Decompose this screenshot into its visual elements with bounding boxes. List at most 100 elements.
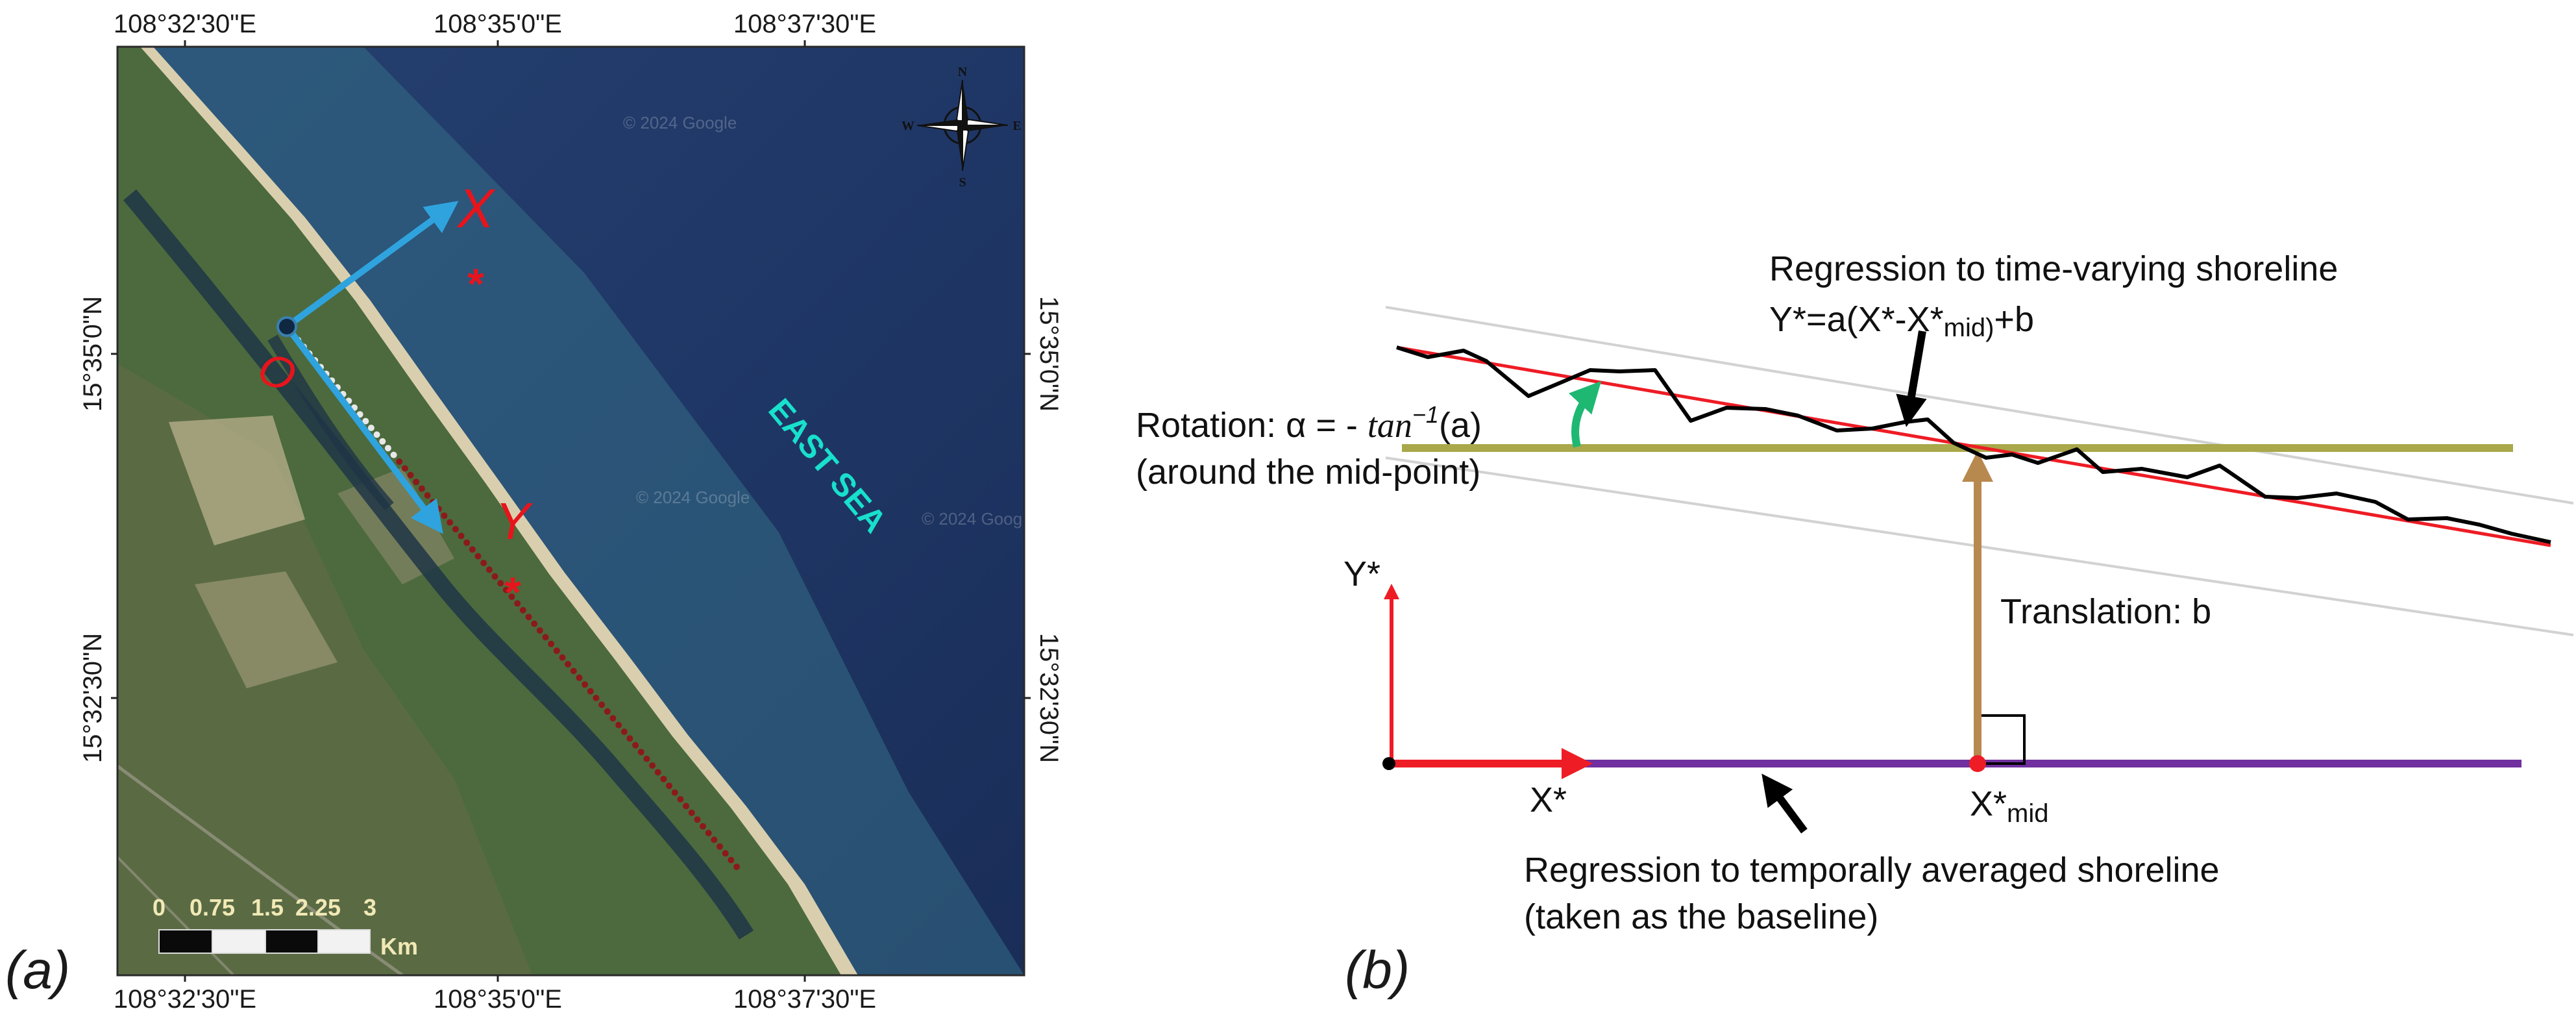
transect-point: [531, 620, 538, 627]
scale-bar: 0 0.75 1.5 2.25 3 Km: [153, 894, 418, 960]
transect-point: [435, 505, 442, 512]
transect-point: [497, 580, 504, 587]
transect-point: [474, 553, 482, 560]
transect-point: [407, 471, 414, 479]
transect-point: [525, 614, 532, 621]
transect-point: [514, 600, 521, 607]
baseline-label-line1: Regression to temporally averaged shorel…: [1524, 851, 2220, 890]
transect-point: [452, 526, 459, 532]
transect-point: [502, 586, 509, 593]
transect-point: [491, 573, 498, 580]
xmid-point: [1969, 755, 1986, 772]
google-watermark: © 2024 Google: [623, 113, 737, 132]
transect-point: [683, 803, 689, 810]
transect-point: [559, 654, 566, 661]
transect-point: [373, 431, 380, 438]
scale-tick-label: 1.5: [251, 894, 284, 921]
map-ticks: [111, 40, 1031, 982]
transect-point: [441, 512, 448, 519]
scale-tick-label: 0.75: [190, 894, 235, 921]
transect-point: [430, 499, 437, 506]
transect-point: [519, 606, 526, 614]
transect-point: [362, 418, 369, 425]
rotation-arrow: [1569, 380, 1602, 448]
regression-line: [1396, 345, 2551, 547]
x-star-label: X*: [1530, 780, 1567, 819]
transect-point: [480, 560, 487, 566]
y-axis-label: Y: [495, 492, 534, 550]
panel-b-label: (b): [1345, 941, 1410, 1000]
transect-point: [401, 465, 408, 472]
transect-point: [711, 836, 718, 843]
google-watermark: © 2024 Google: [636, 488, 750, 507]
compass-west: W: [902, 119, 914, 133]
transect-point: [671, 789, 678, 796]
lon-label-top: 108°37'30"E: [733, 10, 876, 38]
transect-point: [384, 445, 391, 452]
compass-north: N: [958, 65, 968, 79]
compass-south: S: [959, 175, 966, 190]
transect-point: [733, 864, 740, 870]
transect-point: [379, 438, 386, 445]
origin-dot: [1382, 757, 1395, 770]
transect-point: [615, 721, 622, 729]
scale-tick-label: 3: [363, 894, 376, 921]
regression-title-line1: Regression to time-varying shoreline: [1769, 249, 2338, 288]
lat-label-left: 15°35'0"N: [79, 296, 107, 412]
transect-point: [649, 762, 656, 769]
transect-point: [694, 816, 701, 823]
transect-point: [582, 681, 589, 688]
transect-point: [508, 593, 515, 600]
transect-point: [717, 843, 723, 850]
x-axis-label: X: [456, 178, 496, 239]
transect-point: [637, 749, 644, 756]
satellite-image: © 2024 Google © 2024 Google © 2024 Googl…: [117, 47, 1035, 975]
transect-point: [677, 796, 684, 803]
transect-point: [609, 715, 617, 722]
xmid-label: X*mid: [1970, 784, 2049, 828]
transect-point: [666, 782, 672, 790]
lon-label-bottom: 108°35'0"E: [434, 985, 562, 1014]
transect-point: [620, 729, 628, 735]
transect-point: [548, 640, 555, 647]
transect-point: [485, 566, 493, 573]
lon-label-top: 108°35'0"E: [434, 10, 562, 38]
transect-point: [390, 451, 397, 458]
transect-point: [424, 492, 431, 499]
transect-point: [632, 742, 639, 749]
lon-label-bottom: 108°32'30"E: [114, 985, 256, 1014]
map-frame: [116, 45, 1025, 977]
time-varying-shoreline: [1396, 345, 2551, 544]
transect-point: [576, 674, 583, 681]
regression-equation: Y*=a(X*-X*mid)+b: [1769, 300, 2034, 342]
y-star-label: Y*: [1343, 555, 1380, 593]
transect-point: [593, 695, 600, 701]
transect-point: [463, 539, 471, 546]
panel-a-map: © 2024 Google © 2024 Google © 2024 Googl…: [5, 10, 1063, 1014]
compass-east: E: [1012, 119, 1021, 133]
google-watermark: © 2024 Google: [922, 509, 1035, 529]
transect-point: [413, 479, 420, 486]
transect-point: [447, 519, 454, 526]
compass-rose-icon: N S E W: [902, 65, 1022, 190]
transect-point: [367, 425, 374, 431]
scale-unit: Km: [380, 933, 418, 960]
lon-label-top: 108°32'30"E: [114, 10, 256, 38]
transect-point: [570, 667, 577, 675]
transect-point: [587, 688, 594, 695]
regression-pointer-arrow: [1896, 330, 1927, 427]
origin-point: [276, 316, 297, 337]
rotation-note: (around the mid-point): [1136, 453, 1480, 492]
lat-label-right: 15°32'30"N: [1035, 633, 1063, 763]
upper-guide-line: [1385, 306, 2574, 505]
transect-point: [654, 769, 661, 776]
y-axis-arrow: [284, 324, 443, 534]
baseline-label-line2: (taken as the baseline): [1524, 897, 1878, 936]
panel-b-diagram: Regression to time-varying shoreline Y*=…: [1136, 249, 2574, 1000]
y-star-marker: *: [504, 568, 521, 616]
lon-label-bottom: 108°37'30"E: [733, 985, 876, 1014]
transect-point: [728, 856, 735, 864]
transect-point: [604, 708, 611, 715]
transect-point: [598, 701, 606, 708]
transect-point: [418, 485, 425, 492]
